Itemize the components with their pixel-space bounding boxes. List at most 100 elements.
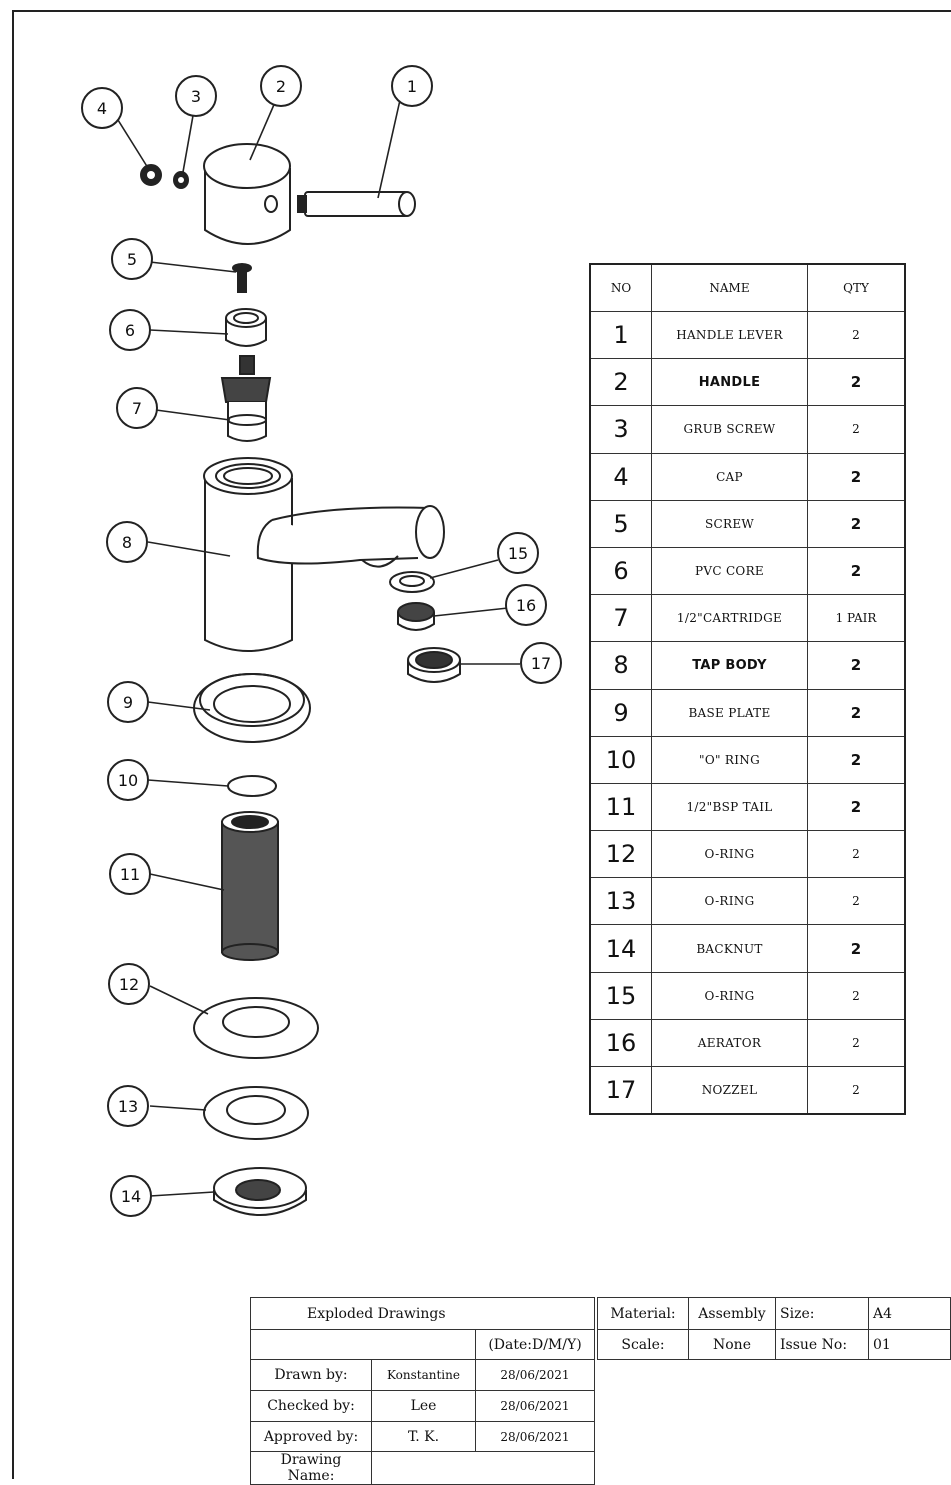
balloon-label: 13 [118,1097,138,1116]
part-number: 15 [589,971,652,1020]
balloon-label: 2 [276,77,286,96]
part-o-ring-12 [193,997,319,1059]
part-name: NOZZEL [651,1066,808,1115]
part-number: 10 [589,735,652,784]
balloon-label: 11 [120,865,140,884]
part-grub-screw [173,171,189,189]
part-name: CAP [651,452,808,501]
part-qty: 2 [807,499,906,548]
part-qty: 2 [807,405,906,454]
part-base-plate [193,673,311,743]
approved-by-label: Approved by: [250,1421,372,1452]
balloon-7: 7 [116,387,158,429]
part-qty: 2 [807,688,906,737]
part-name: PVC CORE [651,546,808,596]
balloon-15: 15 [497,532,539,574]
approved-by-value: T. K. [371,1421,476,1452]
part-name: 1/2"BSP TAIL [651,782,808,832]
balloon-14: 14 [110,1175,152,1217]
header-no: NO [589,263,652,312]
checked-by-label: Checked by: [250,1390,372,1422]
part-number: 8 [589,641,652,690]
part-name: O-RING [651,971,808,1020]
part-number: 9 [589,688,652,737]
size-value: A4 [868,1297,951,1330]
part-qty: 1 PAIR [807,594,906,643]
part-name: SCREW [651,499,808,548]
drawing-name-label: Drawing Name: [250,1451,372,1485]
drawing-title: Exploded Drawings [250,1297,595,1330]
part-qty: 2 [807,641,906,690]
material-value: Assembly [688,1297,776,1330]
part-number: 1 [589,310,652,360]
part-o-ring-15 [389,571,435,593]
drawing-name-value [371,1451,595,1485]
part-name: 1/2"CARTRIDGE [651,594,808,643]
balloon-label: 7 [132,399,142,418]
balloon-label: 3 [191,87,201,106]
part-number: 4 [589,452,652,501]
material-label: Material: [597,1297,689,1330]
part-number: 11 [589,782,652,832]
part-backnut [213,1167,307,1216]
part-pvc-core [225,308,267,347]
drawn-date: 28/06/2021 [475,1359,595,1391]
balloon-label: 1 [407,77,417,96]
balloon-13: 13 [107,1085,149,1127]
balloon-5: 5 [111,238,153,280]
balloon-6: 6 [109,309,151,351]
balloon-label: 12 [119,975,139,994]
header-qty: QTY [807,263,906,312]
drawing-sheet-border [12,10,951,1479]
part-qty: 2 [807,877,906,926]
part-bsp-tail [221,811,279,961]
issue-no-label: Issue No: [775,1329,869,1360]
leader-lines [117,99,520,1197]
parts-table-header: NO NAME QTY [589,263,906,312]
checked-date: 28/06/2021 [475,1390,595,1422]
part-name: HANDLE LEVER [651,310,808,360]
part-o-ring-13 [203,1086,309,1140]
part-number: 2 [589,358,652,407]
balloon-label: 16 [516,596,536,615]
part-handle-lever [297,191,416,217]
part-handle [203,143,291,245]
drawn-by-value: Konstantine [371,1359,476,1391]
balloon-9: 9 [107,681,149,723]
date-format-label: (Date:D/M/Y) [475,1329,595,1360]
part-number: 5 [589,499,652,548]
part-qty: 2 [807,546,906,596]
part-name: HANDLE [651,358,808,407]
balloon-12: 12 [108,963,150,1005]
part-number: 3 [589,405,652,454]
part-screw [232,263,252,293]
part-name: O-RING [651,877,808,926]
part-qty: 2 [807,830,906,879]
part-qty: 2 [807,358,906,407]
balloon-4: 4 [81,87,123,129]
part-number: 16 [589,1018,652,1068]
part-cap [140,164,162,186]
part-qty: 2 [807,1018,906,1068]
part-qty: 2 [807,452,906,501]
part-name: O-RING [651,830,808,879]
part-number: 12 [589,830,652,879]
part-cartridge [220,355,272,442]
balloon-2: 2 [260,65,302,107]
part-aerator [397,602,435,631]
part-number: 17 [589,1066,652,1115]
part-name: "O" RING [651,735,808,784]
